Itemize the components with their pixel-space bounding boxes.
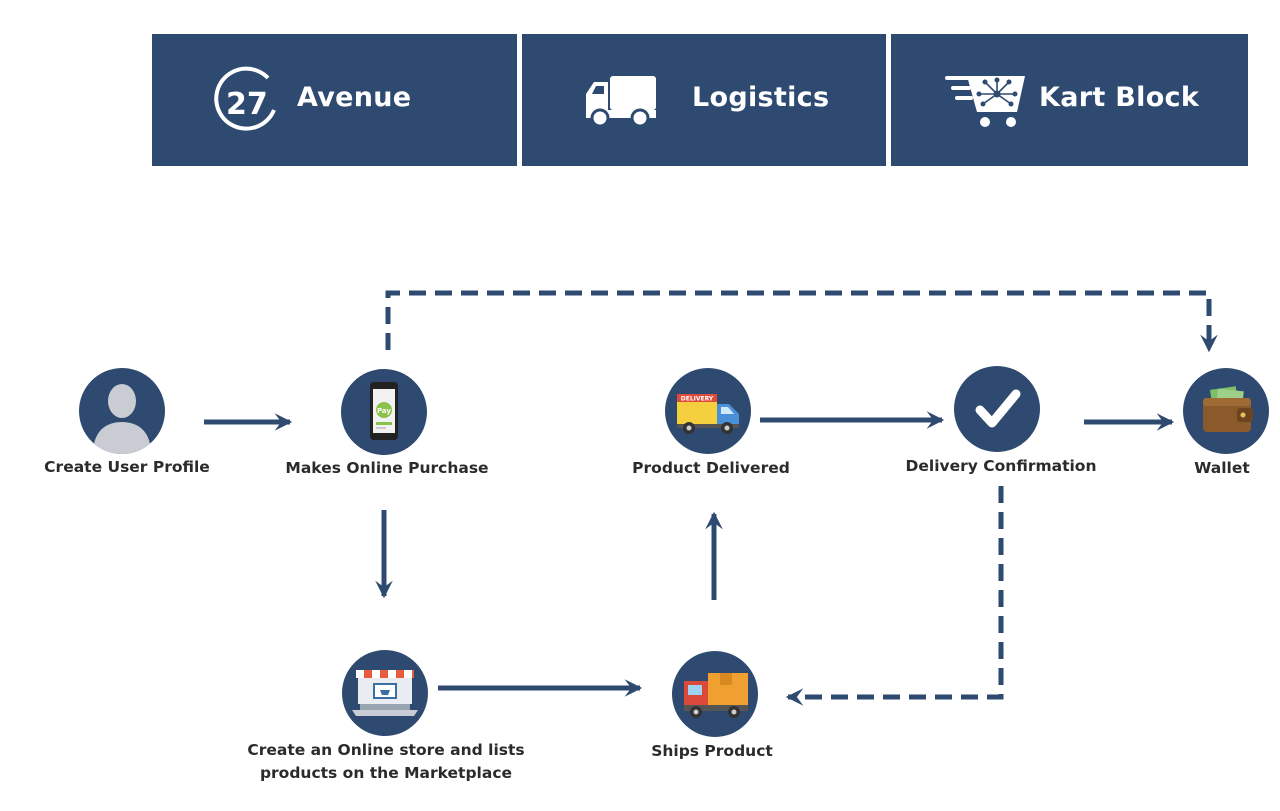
avenue-logo-text: 27 — [226, 87, 268, 122]
node-ships-product — [672, 651, 758, 737]
delivery-truck-icon — [586, 76, 656, 128]
online-store-laptop-icon — [352, 670, 418, 716]
user-silhouette-icon — [93, 384, 151, 454]
label-ships-product: Ships Product — [651, 742, 773, 760]
edge-confirmation-to-ships-dashed — [785, 486, 1004, 706]
brand-title-avenue: Avenue — [297, 82, 412, 113]
avenue-27-logo-icon: 27 — [214, 66, 276, 131]
shopping-cart-network-icon — [945, 76, 1025, 127]
brand-title-logistics: Logistics — [692, 82, 830, 113]
label-delivery-confirmation: Delivery Confirmation — [905, 457, 1097, 475]
label-makes-online-purchase: Makes Online Purchase — [285, 459, 489, 477]
mobile-pay-icon: Pay — [370, 382, 398, 440]
node-delivery-confirmation — [954, 366, 1040, 452]
header-brand-kart-block: Kart Block — [891, 34, 1248, 166]
node-create-user-profile — [79, 368, 165, 454]
node-wallet — [1183, 368, 1269, 454]
brand-title-kart-block: Kart Block — [1039, 82, 1200, 113]
delivery-icon-text: DELIVERY — [681, 396, 714, 403]
delivery-van-icon: DELIVERY — [677, 394, 739, 434]
label-create-online-store: Create an Online store and lists product… — [247, 739, 524, 785]
label-wallet: Wallet — [1194, 459, 1250, 477]
node-product-delivered: DELIVERY — [665, 368, 751, 454]
cargo-truck-icon — [684, 673, 748, 718]
header-brand-avenue: 27 Avenue — [152, 34, 517, 166]
label-product-delivered: Product Delivered — [632, 459, 790, 477]
header-brand-logistics: Logistics — [522, 34, 886, 166]
edge-purchase-to-wallet-dashed — [385, 290, 1218, 353]
pay-icon-text: Pay — [377, 407, 391, 415]
wallet-icon — [1203, 386, 1253, 432]
label-create-user-profile: Create User Profile — [44, 458, 210, 476]
node-makes-online-purchase: Pay — [341, 369, 427, 455]
checkmark-icon — [975, 389, 1021, 428]
label-store-line-1: Create an Online store and lists — [247, 741, 525, 759]
node-create-online-store — [342, 650, 428, 736]
label-store-line-2: products on the Marketplace — [259, 764, 513, 782]
